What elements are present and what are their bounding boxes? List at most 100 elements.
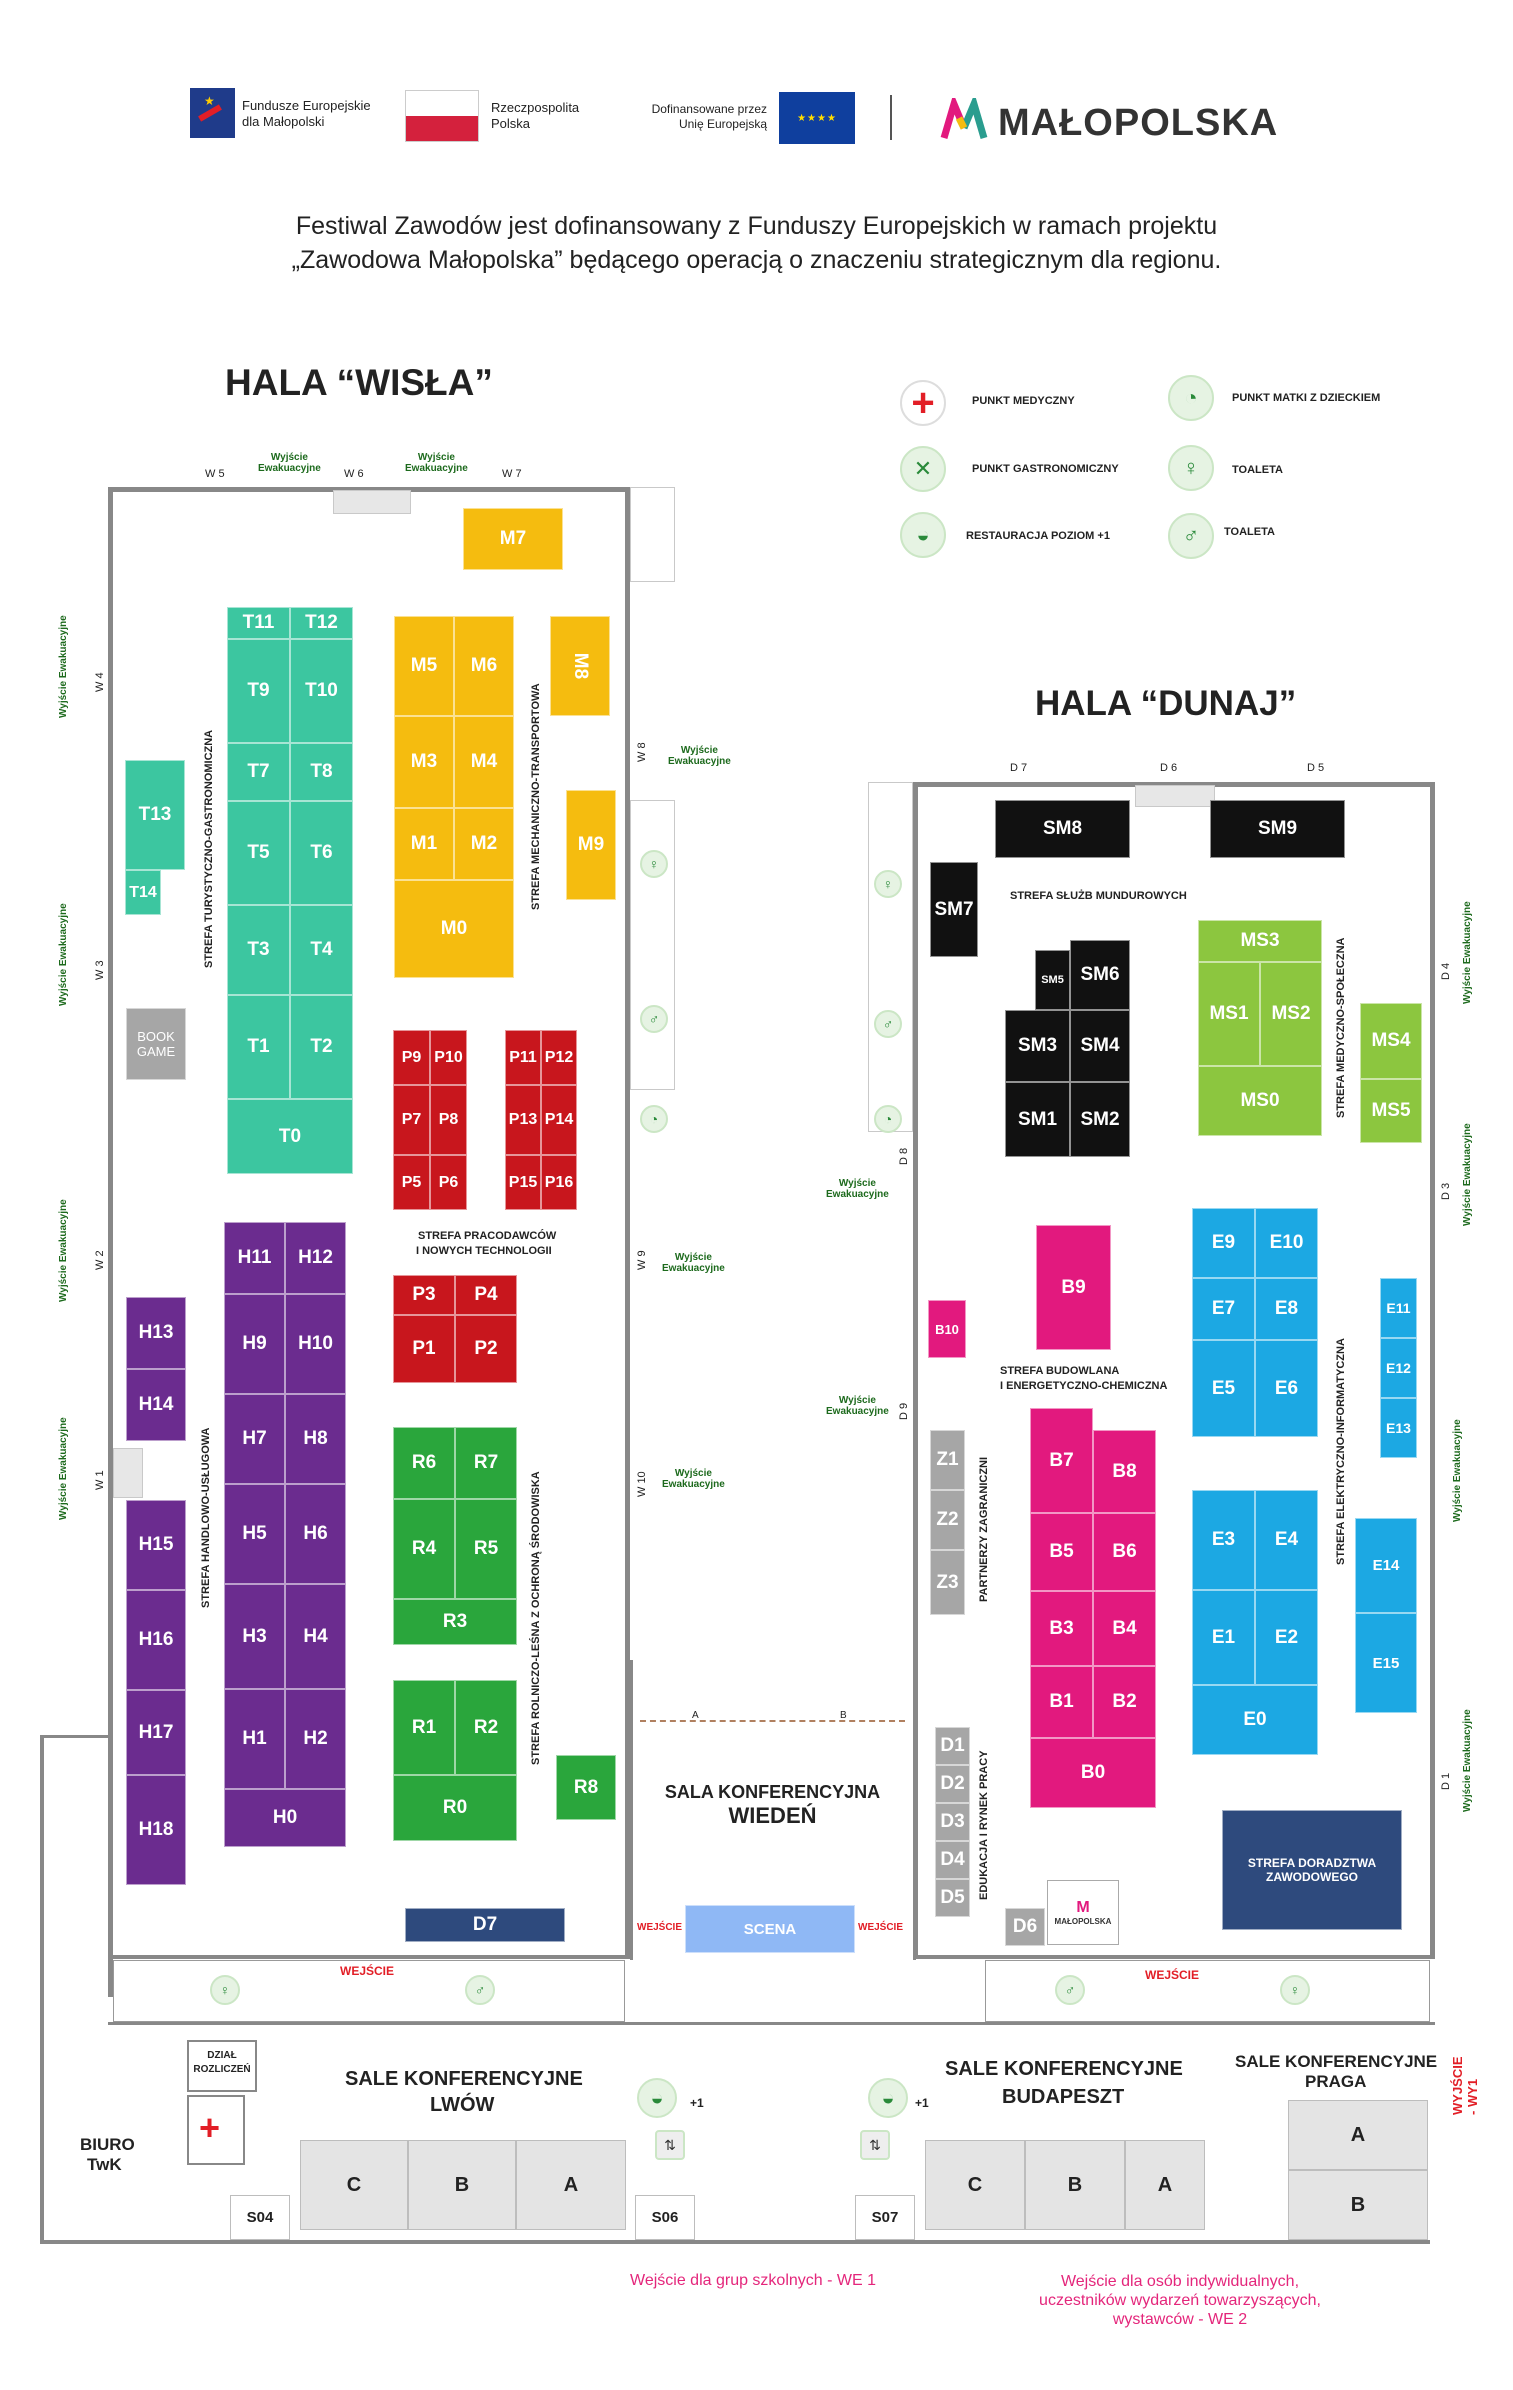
booth-M1[interactable]: M1 bbox=[394, 808, 454, 880]
booth-R6[interactable]: R6 bbox=[393, 1427, 455, 1499]
booth-T1[interactable]: T1 bbox=[227, 995, 290, 1099]
booth-P14[interactable]: P14 bbox=[541, 1085, 577, 1155]
booth-T13[interactable]: T13 bbox=[125, 760, 185, 870]
booth-MS1[interactable]: MS1 bbox=[1198, 962, 1260, 1066]
booth-T9[interactable]: T9 bbox=[227, 639, 290, 743]
room-bud-a[interactable]: A bbox=[1125, 2140, 1205, 2230]
room-praga-a[interactable]: A bbox=[1288, 2100, 1428, 2170]
booth-M4[interactable]: M4 bbox=[454, 716, 514, 808]
booth-M7[interactable]: M7 bbox=[463, 508, 563, 570]
booth-E4[interactable]: E4 bbox=[1255, 1490, 1318, 1590]
room-s06[interactable]: S06 bbox=[635, 2195, 695, 2240]
booth-R2[interactable]: R2 bbox=[455, 1680, 517, 1775]
booth-SM4[interactable]: SM4 bbox=[1070, 1010, 1130, 1082]
booth-D7[interactable]: D7 bbox=[405, 1908, 565, 1942]
booth-SM8[interactable]: SM8 bbox=[995, 800, 1130, 858]
booth-SM2[interactable]: SM2 bbox=[1070, 1082, 1130, 1157]
booth-D4[interactable]: D4 bbox=[935, 1841, 970, 1879]
booth-T12[interactable]: T12 bbox=[290, 607, 353, 639]
booth-P12[interactable]: P12 bbox=[541, 1030, 577, 1085]
booth-E15[interactable]: E15 bbox=[1355, 1613, 1417, 1713]
booth-E12[interactable]: E12 bbox=[1380, 1338, 1417, 1398]
room-lwow-a[interactable]: A bbox=[516, 2140, 626, 2230]
booth-B1[interactable]: B1 bbox=[1030, 1666, 1093, 1738]
booth-P15[interactable]: P15 bbox=[505, 1155, 541, 1210]
booth-T4[interactable]: T4 bbox=[290, 905, 353, 995]
booth-T6[interactable]: T6 bbox=[290, 801, 353, 905]
booth-E10[interactable]: E10 bbox=[1255, 1208, 1318, 1278]
room-lwow-c[interactable]: C bbox=[300, 2140, 408, 2230]
room-s07[interactable]: S07 bbox=[855, 2195, 915, 2240]
booth-E13[interactable]: E13 bbox=[1380, 1398, 1417, 1458]
booth-H18[interactable]: H18 bbox=[126, 1775, 186, 1885]
room-s04[interactable]: S04 bbox=[230, 2195, 290, 2240]
booth-P4[interactable]: P4 bbox=[455, 1275, 517, 1315]
booth-P16[interactable]: P16 bbox=[541, 1155, 577, 1210]
booth-H2[interactable]: H2 bbox=[285, 1689, 346, 1789]
booth-E11[interactable]: E11 bbox=[1380, 1278, 1417, 1338]
booth-B9[interactable]: B9 bbox=[1036, 1225, 1111, 1350]
booth-D2[interactable]: D2 bbox=[935, 1765, 970, 1803]
booth-H16[interactable]: H16 bbox=[126, 1590, 186, 1690]
booth-P9[interactable]: P9 bbox=[393, 1030, 430, 1085]
booth-H9[interactable]: H9 bbox=[224, 1294, 285, 1394]
booth-E7[interactable]: E7 bbox=[1192, 1278, 1255, 1340]
booth-M9[interactable]: M9 bbox=[566, 790, 616, 900]
scena-stage[interactable]: SCENA bbox=[685, 1905, 855, 1953]
booth-Z2[interactable]: Z2 bbox=[930, 1490, 965, 1550]
booth-T8[interactable]: T8 bbox=[290, 743, 353, 801]
booth-MS2[interactable]: MS2 bbox=[1260, 962, 1322, 1066]
booth-T3[interactable]: T3 bbox=[227, 905, 290, 995]
booth-E0[interactable]: E0 bbox=[1192, 1685, 1318, 1755]
booth-B5[interactable]: B5 bbox=[1030, 1513, 1093, 1591]
malopolska-stand[interactable]: M MAŁOPOLSKA bbox=[1047, 1880, 1119, 1945]
booth-H10[interactable]: H10 bbox=[285, 1294, 346, 1394]
booth-T14[interactable]: T14 bbox=[125, 870, 161, 915]
booth-B7[interactable]: B7 bbox=[1030, 1408, 1093, 1513]
booth-B8[interactable]: B8 bbox=[1093, 1430, 1156, 1513]
booth-E14[interactable]: E14 bbox=[1355, 1518, 1417, 1613]
booth-book-game[interactable]: BOOK GAME bbox=[126, 1008, 186, 1080]
booth-R8[interactable]: R8 bbox=[556, 1755, 616, 1820]
booth-P2[interactable]: P2 bbox=[455, 1315, 517, 1383]
booth-R0[interactable]: R0 bbox=[393, 1775, 517, 1841]
booth-H13[interactable]: H13 bbox=[126, 1297, 186, 1369]
booth-P7[interactable]: P7 bbox=[393, 1085, 430, 1155]
booth-H0[interactable]: H0 bbox=[224, 1789, 346, 1847]
booth-H6[interactable]: H6 bbox=[285, 1484, 346, 1584]
booth-MS5[interactable]: MS5 bbox=[1360, 1079, 1422, 1143]
booth-E1[interactable]: E1 bbox=[1192, 1590, 1255, 1685]
booth-P6[interactable]: P6 bbox=[430, 1155, 467, 1210]
booth-B0[interactable]: B0 bbox=[1030, 1738, 1156, 1808]
booth-H1[interactable]: H1 bbox=[224, 1689, 285, 1789]
booth-M0[interactable]: M0 bbox=[394, 880, 514, 978]
booth-T2[interactable]: T2 bbox=[290, 995, 353, 1099]
booth-Z1[interactable]: Z1 bbox=[930, 1430, 965, 1490]
booth-T0[interactable]: T0 bbox=[227, 1099, 353, 1174]
booth-E9[interactable]: E9 bbox=[1192, 1208, 1255, 1278]
booth-MS4[interactable]: MS4 bbox=[1360, 1003, 1422, 1079]
booth-T7[interactable]: T7 bbox=[227, 743, 290, 801]
booth-SM6[interactable]: SM6 bbox=[1070, 940, 1130, 1010]
booth-T11[interactable]: T11 bbox=[227, 607, 290, 639]
booth-MS3[interactable]: MS3 bbox=[1198, 920, 1322, 962]
booth-B4[interactable]: B4 bbox=[1093, 1591, 1156, 1666]
room-bud-b[interactable]: B bbox=[1025, 2140, 1125, 2230]
booth-B2[interactable]: B2 bbox=[1093, 1666, 1156, 1738]
booth-R7[interactable]: R7 bbox=[455, 1427, 517, 1499]
booth-R5[interactable]: R5 bbox=[455, 1499, 517, 1599]
booth-P5[interactable]: P5 bbox=[393, 1155, 430, 1210]
booth-H17[interactable]: H17 bbox=[126, 1690, 186, 1775]
booth-P10[interactable]: P10 bbox=[430, 1030, 467, 1085]
booth-E5[interactable]: E5 bbox=[1192, 1340, 1255, 1437]
booth-M3[interactable]: M3 bbox=[394, 716, 454, 808]
booth-H8[interactable]: H8 bbox=[285, 1394, 346, 1484]
booth-B6[interactable]: B6 bbox=[1093, 1513, 1156, 1591]
booth-H12[interactable]: H12 bbox=[285, 1222, 346, 1294]
booth-M6[interactable]: M6 bbox=[454, 616, 514, 716]
booth-D1[interactable]: D1 bbox=[935, 1727, 970, 1765]
booth-doradztwo[interactable]: STREFA DORADZTWA ZAWODOWEGO bbox=[1222, 1810, 1402, 1930]
booth-R3[interactable]: R3 bbox=[393, 1599, 517, 1645]
room-bud-c[interactable]: C bbox=[925, 2140, 1025, 2230]
booth-T10[interactable]: T10 bbox=[290, 639, 353, 743]
